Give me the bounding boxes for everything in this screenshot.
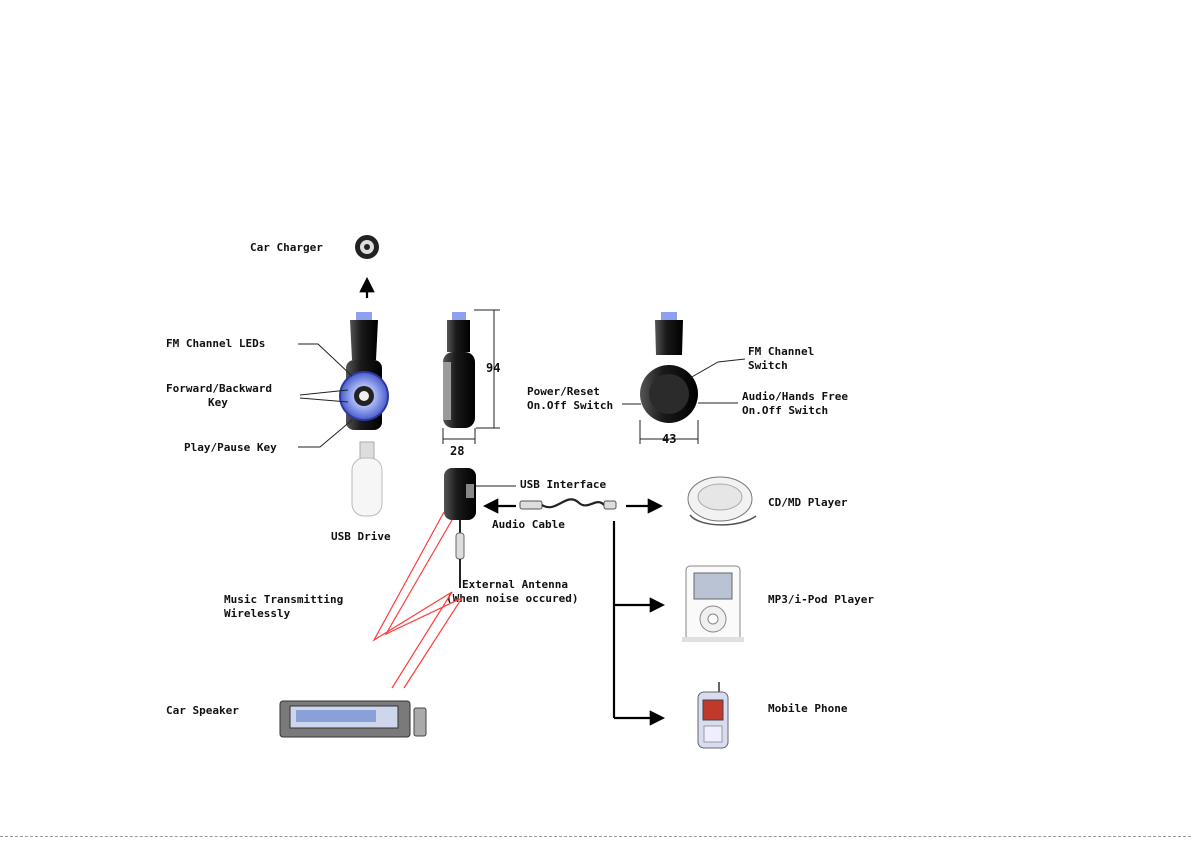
cd-md-player-label: CD/MD Player xyxy=(768,496,848,509)
car-charger-icon xyxy=(355,235,379,259)
music-transmitting-label-2: Wirelessly xyxy=(224,607,291,620)
usb-drive-label: USB Drive xyxy=(331,530,391,543)
fm-channel-switch-label-1: FM Channel xyxy=(748,345,814,358)
external-antenna-icon xyxy=(455,520,465,588)
fm-switch-leader xyxy=(689,358,746,379)
music-transmitting-label-1: Music Transmitting xyxy=(224,593,343,606)
mobile-phone-icon xyxy=(697,682,729,749)
fm-channel-leds-label: FM Channel LEDs xyxy=(166,337,265,350)
car-charger-label: Car Charger xyxy=(250,241,323,254)
height-dimension-value: 94 xyxy=(486,361,500,375)
ipod-icon xyxy=(682,565,744,642)
audio-handsfree-label-1: Audio/Hands Free xyxy=(742,390,848,403)
branch-connector xyxy=(612,521,666,726)
side-view-device xyxy=(443,312,475,428)
width-dimension-back-value: 43 xyxy=(662,432,676,446)
audio-handsfree-label-2: On.Off Switch xyxy=(742,404,828,417)
width-dimension-side xyxy=(442,428,476,444)
car-stereo-icon xyxy=(279,700,427,738)
back-view-device xyxy=(640,312,698,423)
wireless-signal-icon-2 xyxy=(384,519,464,689)
front-view-device xyxy=(339,312,389,430)
leds-leader xyxy=(298,343,353,377)
external-antenna-label-1: External Antenna xyxy=(462,578,568,591)
power-reset-label-1: Power/Reset xyxy=(527,385,600,398)
width-dimension-back xyxy=(639,420,699,444)
forward-leader xyxy=(299,389,349,396)
cd-player-icon xyxy=(687,476,757,526)
wireless-signal-icon xyxy=(372,511,453,689)
fm-channel-switch-label-2: Switch xyxy=(748,359,788,372)
forward-backward-label-2: Key xyxy=(208,396,228,409)
usb-interface-label: USB Interface xyxy=(520,478,606,491)
play-pause-label: Play/Pause Key xyxy=(184,441,277,454)
forward-backward-label-1: Forward/Backward xyxy=(166,382,272,395)
usb-interface-unit xyxy=(444,468,476,520)
usb-drive-icon xyxy=(351,441,383,517)
car-speaker-label: Car Speaker xyxy=(166,704,239,717)
mp3-player-label: MP3/i-Pod Player xyxy=(768,593,874,606)
play-leader xyxy=(298,419,353,448)
audio-cable-label: Audio Cable xyxy=(492,518,565,531)
mobile-phone-label: Mobile Phone xyxy=(768,702,848,715)
page-divider xyxy=(0,836,1191,837)
external-antenna-label-2: (When noise occured) xyxy=(446,592,578,605)
width-dimension-side-value: 28 xyxy=(450,444,464,458)
power-reset-label-2: On.Off Switch xyxy=(527,399,613,412)
height-dimension xyxy=(474,309,500,429)
audio-cable-icon xyxy=(519,498,617,510)
backward-leader xyxy=(299,397,349,403)
